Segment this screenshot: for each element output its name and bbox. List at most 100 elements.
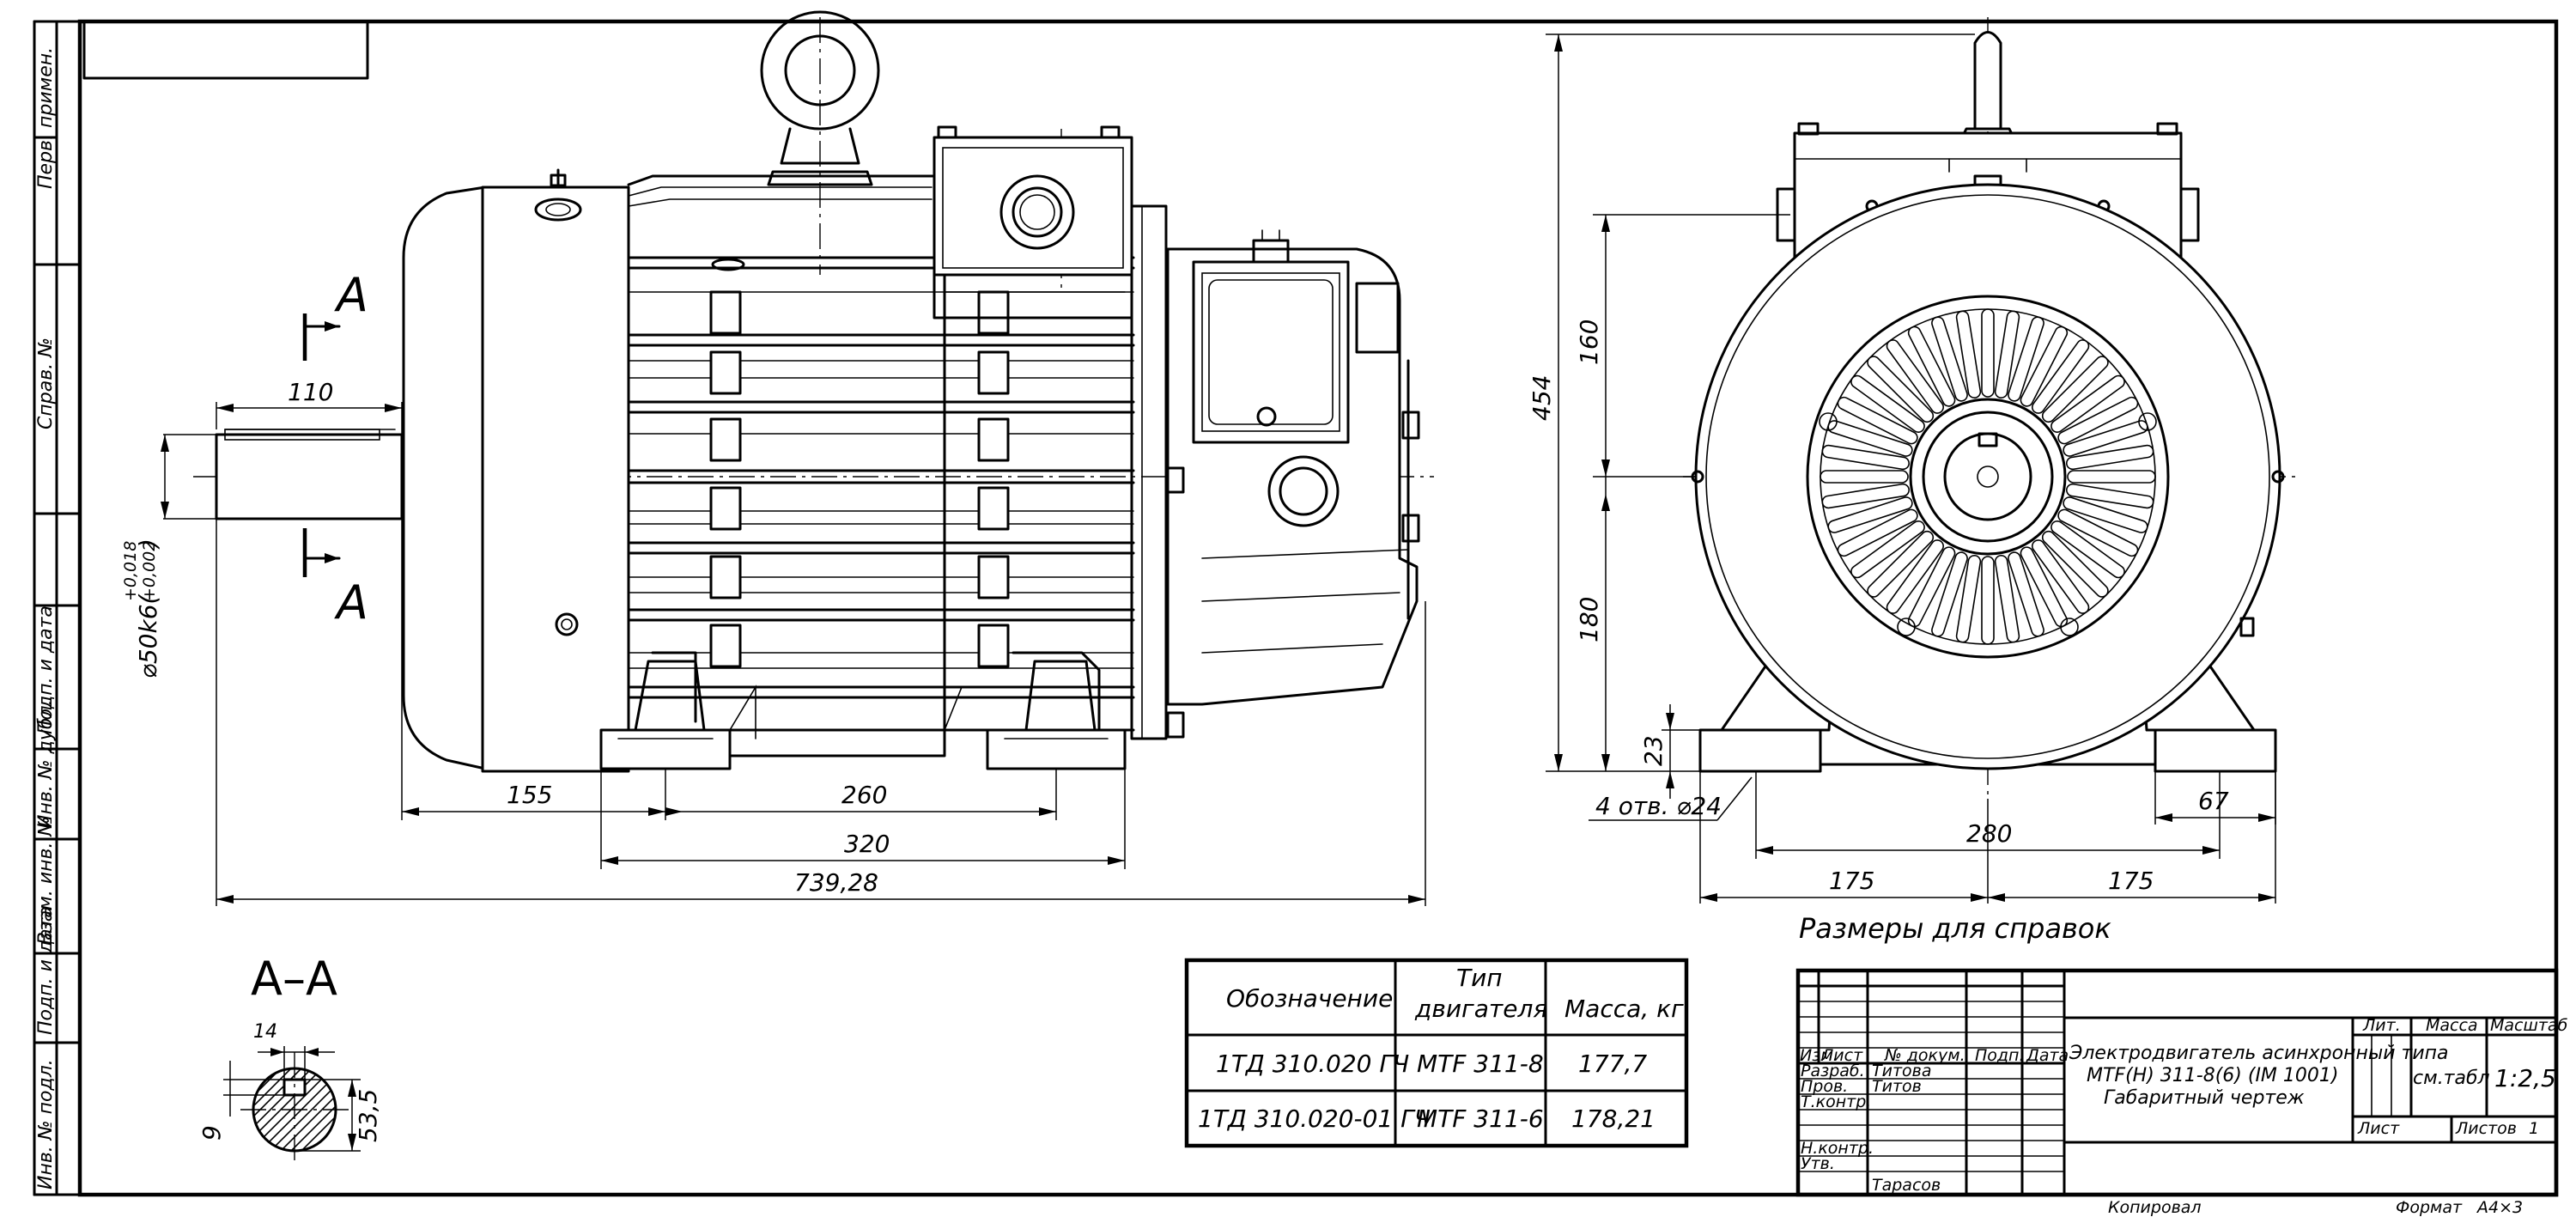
dim-260: 260 <box>841 781 887 809</box>
dim-width-280: 280 <box>1966 819 2012 848</box>
fan-cover <box>402 168 630 773</box>
hatch-line <box>270 1068 336 1151</box>
tb-role-norm-control: Н.контр. <box>1801 1139 1874 1158</box>
fan-blade <box>1821 444 1910 471</box>
tb-header-doc: № докум. <box>1884 1046 1965 1065</box>
end-shield <box>1166 229 1420 739</box>
hatch-line <box>253 1068 333 1151</box>
fan-blade <box>1907 546 1956 628</box>
dim-half-left: 175 <box>1829 867 1874 895</box>
tb-role-developed: Разраб. <box>1801 1062 1865 1080</box>
tb-format-label: Формат <box>2396 1198 2463 1217</box>
section-dim-key-height: 9 <box>197 1125 226 1141</box>
section-letter-top: A <box>334 268 368 322</box>
tb-format-value: А4×3 <box>2476 1198 2523 1217</box>
tb-scale-value: 1:2,5 <box>2494 1064 2556 1092</box>
fan-blade <box>1821 483 1910 509</box>
dim-shaft-length: 110 <box>288 378 333 406</box>
fan-blade <box>1931 316 1968 402</box>
dim-shaft-tol-upper: +0,018 <box>121 541 140 601</box>
fan-blades <box>1820 308 2156 645</box>
tb-header-sheet: Лист <box>1820 1046 1863 1065</box>
table-row-1-type: MTF 311-8 <box>1417 1050 1544 1078</box>
tb-lit-label: Лит. <box>2362 1016 2401 1035</box>
tb-role-checked: Пров. <box>1801 1077 1848 1096</box>
section-dim-size: 53,5 <box>354 1089 382 1142</box>
fan-blade <box>1827 496 1913 533</box>
reference-note: Размеры для справок <box>1799 912 2111 945</box>
dim-lower-180: 180 <box>1575 597 1603 642</box>
tb-title-line-1: Электродвигатель асинхронный типа <box>2069 1043 2448 1064</box>
tb-mass-label: Масса <box>2426 1016 2478 1035</box>
fan-blade <box>2066 444 2154 471</box>
dim-foot-23: 23 <box>1639 735 1668 766</box>
fan-blade <box>1837 508 1918 557</box>
dim-overall-height: 454 <box>1528 375 1556 421</box>
fan-blade <box>1955 310 1982 399</box>
fan-blade <box>1850 374 1925 434</box>
tb-role-approved: Утв. <box>1801 1154 1835 1173</box>
strip-label-orig-inv: Инв. № подл. <box>35 1059 57 1190</box>
strip-label-first-use: Перв. примен. <box>35 47 57 189</box>
hatch-line <box>290 1068 336 1151</box>
section-cut-marks: A A <box>302 268 368 630</box>
side-view-dimensions: 110 ⌀50k6( +0,018 +0,002 ) 155 260 <box>121 378 1426 906</box>
tb-name-approver: Тарасов <box>1872 1176 1941 1195</box>
tb-title-line-2: MTF(H) 311-8(6) (IM 1001) <box>2087 1065 2338 1086</box>
tb-header-date: Дата <box>2026 1046 2069 1065</box>
fan-blade <box>1994 310 2020 399</box>
fan-blade <box>2067 470 2156 484</box>
fan-blade <box>2032 539 2090 614</box>
fan-blade <box>2020 326 2069 407</box>
sheet-frame <box>33 19 2559 1197</box>
fan-blade <box>2041 530 2109 598</box>
terminal-box <box>933 125 1168 740</box>
front-view-dimensions: 454 160 180 23 4 отв. ⌀24 280 <box>1528 33 2276 904</box>
table-row-1-mass: 177,7 <box>1578 1050 1647 1078</box>
dim-upper-160: 160 <box>1575 319 1603 365</box>
table-header-type: Тип <box>1456 964 1503 992</box>
strip-label-reference: Справ. № <box>35 338 57 429</box>
fan-blade <box>2050 374 2125 434</box>
fan-blade <box>1820 470 1909 484</box>
section-title: А–А <box>251 952 337 1006</box>
lifting-eye <box>760 10 880 186</box>
fan-blade <box>1886 539 1944 614</box>
table-header-mass: Масса, кг <box>1564 995 1684 1023</box>
side-view: A A 110 ⌀50k6( +0,018 +0,002 ) <box>121 10 1434 906</box>
shaft <box>215 429 404 520</box>
dim-shaft-tol-close: ) <box>134 539 162 550</box>
section-letter-bottom: A <box>334 575 368 630</box>
table-header-designation: Обозначение <box>1226 984 1393 1013</box>
tb-name-checker: Титов <box>1872 1077 1922 1096</box>
variants-table: Обозначение Тип двигателя Масса, кг 1ТД … <box>1184 958 1689 1148</box>
dim-foot-67: 67 <box>2198 787 2229 815</box>
tb-scale-label: Масштаб <box>2490 1016 2568 1035</box>
tb-role-tech-control: Т.контр. <box>1801 1092 1871 1111</box>
hatch-line <box>259 1068 336 1151</box>
fan-blade <box>2063 496 2148 533</box>
table-row-2-mass: 178,21 <box>1571 1104 1656 1133</box>
fan-blade <box>1867 530 1935 598</box>
fan-blade <box>2008 551 2044 637</box>
tb-copied: Копировал <box>2108 1198 2202 1217</box>
dim-155: 155 <box>507 781 552 809</box>
fan-blade <box>2057 508 2139 557</box>
dim-shaft-tol-lower: +0,002 <box>140 541 159 601</box>
strip-label-dup-inv: Инв. № дубл. <box>35 699 57 829</box>
hatch-line <box>253 1068 292 1151</box>
strip-label-sign-date-2: Подп. и дата <box>35 906 57 1035</box>
tb-sheets-value: 1 <box>2529 1119 2539 1138</box>
fan-blade <box>2050 520 2125 579</box>
fan-blade <box>2041 356 2109 423</box>
tb-header-sign: Подп. <box>1975 1046 2025 1065</box>
tb-name-developer: Титова <box>1872 1062 1932 1080</box>
dim-half-right: 175 <box>2108 867 2154 895</box>
tb-mass-value: см.табл <box>2413 1068 2490 1089</box>
dim-holes: 4 отв. ⌀24 <box>1595 792 1722 820</box>
fan-blade <box>1850 520 1925 579</box>
fan-blade <box>2020 546 2069 628</box>
fan-blade <box>2057 396 2139 445</box>
tb-sheet-label: Лист <box>2357 1119 2400 1138</box>
